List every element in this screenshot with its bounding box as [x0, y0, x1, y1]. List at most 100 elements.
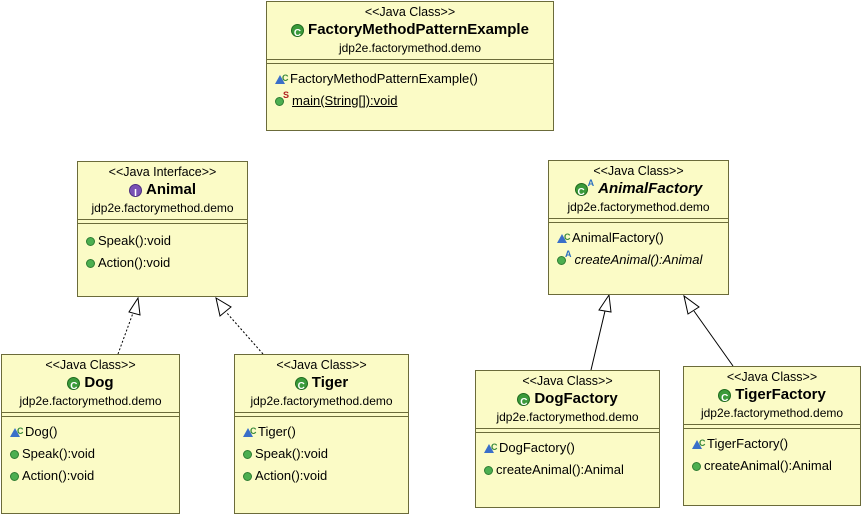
constructor-icon: [10, 420, 24, 442]
tigerfactory-animalfactory-arrowhead: [683, 294, 700, 315]
class-tiger[interactable]: <<Java Class>> Tiger jdp2e.factorymethod…: [234, 354, 409, 514]
member-row[interactable]: Dog(): [10, 420, 179, 443]
member-list: DogFactory() createAnimal():Animal: [476, 433, 659, 481]
class-name: TigerFactory: [735, 386, 826, 403]
member-label: createAnimal():Animal: [704, 458, 832, 473]
member-row[interactable]: S main(String[]):void: [275, 90, 553, 112]
package-name: jdp2e.factorymethod.demo: [567, 200, 710, 214]
class-name: Tiger: [311, 374, 349, 391]
member-row[interactable]: A createAnimal():Animal: [557, 249, 728, 271]
member-label: AnimalFactory(): [572, 230, 664, 245]
class-name: Dog: [84, 374, 114, 391]
interface-icon: [128, 183, 142, 204]
constructor-icon: [692, 432, 706, 454]
public-method-icon: [86, 258, 95, 268]
member-row[interactable]: AnimalFactory(): [557, 226, 728, 249]
member-label: createAnimal():Animal: [574, 252, 703, 267]
public-method-icon: [86, 236, 95, 246]
divider: [267, 59, 553, 64]
tiger-animal-arrowhead: [215, 296, 232, 317]
class-icon: [718, 388, 732, 409]
public-method-icon: [243, 449, 252, 459]
member-label: TigerFactory(): [707, 436, 789, 451]
member-row[interactable]: Tiger(): [243, 420, 408, 443]
member-label: Tiger(): [258, 424, 296, 439]
package-name: jdp2e.factorymethod.demo: [19, 394, 162, 408]
member-row[interactable]: Speak():void: [10, 443, 179, 465]
class-icon: [67, 376, 81, 397]
stereotype: <<Java Class>>: [45, 358, 136, 372]
member-label: createAnimal():Animal: [496, 462, 624, 477]
dog-animal-arrowhead: [128, 296, 141, 316]
stereotype: <<Java Class>>: [276, 358, 367, 372]
divider: [235, 412, 408, 417]
class-icon: [294, 376, 308, 397]
class-name: FactoryMethodPatternExample: [308, 21, 529, 38]
member-label: Action():void: [98, 255, 171, 270]
dog-animal-link: [117, 312, 134, 355]
member-row[interactable]: TigerFactory(): [692, 432, 860, 455]
stereotype: <<Java Class>>: [593, 164, 684, 178]
member-row[interactable]: createAnimal():Animal: [484, 459, 659, 481]
static-marker-icon: S: [283, 90, 290, 100]
stereotype: <<Java Interface>>: [108, 165, 217, 179]
member-label: Speak():void: [98, 233, 171, 248]
package-name: jdp2e.factorymethod.demo: [250, 394, 393, 408]
member-label: DogFactory(): [499, 440, 575, 455]
stereotype: <<Java Class>>: [364, 5, 456, 19]
class-name: Animal: [145, 181, 196, 198]
class-factorymethodpatternexample[interactable]: <<Java Class>> FactoryMethodPatternExamp…: [266, 1, 554, 131]
abstract-class-icon: [574, 182, 588, 203]
dogfactory-animalfactory-link: [590, 310, 606, 371]
constructor-icon: [557, 226, 571, 248]
public-method-icon: [10, 471, 19, 481]
divider: [684, 424, 860, 429]
member-row[interactable]: Action():void: [243, 465, 408, 487]
member-label: main(String[]):void: [292, 93, 398, 108]
member-row[interactable]: Action():void: [86, 252, 247, 274]
class-dog[interactable]: <<Java Class>> Dog jdp2e.factorymethod.d…: [1, 354, 180, 514]
member-row[interactable]: Action():void: [10, 465, 179, 487]
interface-animal[interactable]: <<Java Interface>> Animal jdp2e.factorym…: [77, 161, 248, 297]
public-method-icon: [243, 471, 252, 481]
stereotype: <<Java Class>>: [726, 370, 818, 384]
member-label: Dog(): [25, 424, 58, 439]
public-method-icon: [484, 465, 493, 475]
class-icon: [517, 392, 531, 413]
class-icon: [291, 23, 305, 44]
member-label: Action():void: [22, 468, 95, 483]
member-row[interactable]: Speak():void: [86, 230, 247, 252]
package-name: jdp2e.factorymethod.demo: [496, 410, 639, 424]
divider: [549, 218, 728, 223]
class-name: DogFactory: [534, 390, 618, 407]
public-method-icon: [692, 461, 701, 471]
member-row[interactable]: DogFactory(): [484, 436, 659, 459]
member-list: AnimalFactory() A createAnimal():Animal: [549, 223, 728, 271]
package-name: jdp2e.factorymethod.demo: [700, 406, 844, 420]
divider: [2, 412, 179, 417]
divider: [476, 428, 659, 433]
abstract-marker-icon: A: [587, 178, 595, 188]
member-label: FactoryMethodPatternExample(): [290, 71, 478, 86]
member-list: TigerFactory() createAnimal():Animal: [684, 429, 860, 477]
member-label: Speak():void: [22, 446, 95, 461]
member-label: Speak():void: [255, 446, 328, 461]
member-row[interactable]: Speak():void: [243, 443, 408, 465]
public-method-icon: [275, 96, 284, 106]
constructor-icon: [243, 420, 257, 442]
class-tigerfactory[interactable]: <<Java Class>> TigerFactory jdp2e.factor…: [683, 366, 861, 506]
public-method-icon: [10, 449, 19, 459]
stereotype: <<Java Class>>: [522, 374, 613, 388]
member-row[interactable]: createAnimal():Animal: [692, 455, 860, 477]
tiger-animal-link: [225, 311, 264, 355]
member-label: Action():void: [255, 468, 328, 483]
member-row[interactable]: FactoryMethodPatternExample(): [275, 67, 553, 90]
dogfactory-animalfactory-arrowhead: [598, 293, 612, 313]
divider: [78, 219, 247, 224]
class-animalfactory[interactable]: <<Java Class>> A AnimalFactory jdp2e.fac…: [548, 160, 729, 295]
member-list: Speak():void Action():void: [78, 224, 247, 274]
class-dogfactory[interactable]: <<Java Class>> DogFactory jdp2e.factorym…: [475, 370, 660, 508]
package-name: jdp2e.factorymethod.demo: [338, 41, 482, 55]
constructor-icon: [275, 67, 289, 89]
